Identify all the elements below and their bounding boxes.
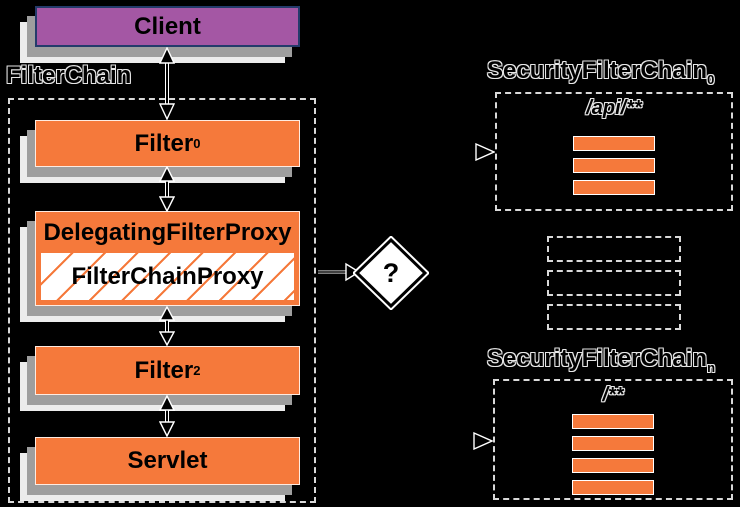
filter-bar (573, 180, 655, 195)
security-filter-chain-n-title: SecurityFilterChain (487, 345, 708, 372)
delegating-filter-proxy-label: DelegatingFilterProxy (43, 219, 292, 246)
ellipsis-chain-box (547, 304, 681, 330)
arrow-delegating-filter2 (159, 306, 175, 346)
arrow-filter0-delegating (159, 166, 175, 212)
filterchain-label: FilterChain (6, 62, 132, 89)
filter2-label: Filter (134, 356, 194, 384)
client-box: Client (20, 6, 300, 63)
arrow-client-filter0 (159, 47, 175, 120)
filter-bar (572, 436, 654, 451)
delegating-filter-proxy-box: DelegatingFilterProxy FilterChainProxy (20, 211, 300, 322)
ellipsis-chain-box (547, 236, 681, 262)
ellipsis-chains (547, 236, 681, 330)
filter-bar (573, 136, 655, 151)
filter-bar (572, 414, 654, 429)
filter-bar (572, 458, 654, 473)
filter-chain-proxy-box: FilterChainProxy (41, 253, 294, 300)
filter0-label: Filter (134, 129, 194, 157)
filterchain-dashed-container (8, 98, 316, 503)
arrow-proxy-to-decision (318, 262, 360, 282)
chain-n-filter-bars (572, 414, 654, 495)
security-filter-chain-n-box: /** (493, 379, 733, 500)
chain0-url-pattern: /api/** (586, 97, 642, 119)
security-filter-chain0-subscript: 0 (707, 71, 715, 87)
security-filter-chain0-title: SecurityFilterChain (487, 57, 708, 84)
filter0-subscript: 0 (193, 136, 201, 151)
filter-chain-proxy-label: FilterChainProxy (71, 262, 264, 290)
arrowhead-to-chain0 (475, 143, 495, 161)
arrowhead-to-chain-n (473, 432, 493, 450)
filter2-subscript: 2 (193, 363, 201, 378)
filter-bar (572, 480, 654, 495)
servlet-box-face: Servlet (35, 437, 300, 485)
chain0-filter-bars (573, 136, 655, 195)
security-filter-chain-n-label: SecurityFilterChainn (487, 345, 715, 375)
security-filter-chain0-label: SecurityFilterChain0 (487, 57, 714, 87)
client-label: Client (134, 12, 201, 40)
security-filter-chain0-box: /api/** (495, 92, 733, 211)
decision-question-label: ? (382, 257, 400, 288)
servlet-box: Servlet (20, 437, 300, 501)
dfp-box-face: DelegatingFilterProxy FilterChainProxy (35, 211, 300, 306)
arrow-filter2-servlet (159, 395, 175, 437)
servlet-label: Servlet (127, 447, 208, 474)
security-filter-chain-n-subscript: n (707, 359, 716, 375)
ellipsis-chain-box (547, 270, 681, 296)
filter-bar (573, 158, 655, 173)
client-box-face: Client (35, 6, 300, 47)
chain-n-url-pattern: /** (602, 384, 624, 406)
decision-diamond (353, 236, 429, 310)
